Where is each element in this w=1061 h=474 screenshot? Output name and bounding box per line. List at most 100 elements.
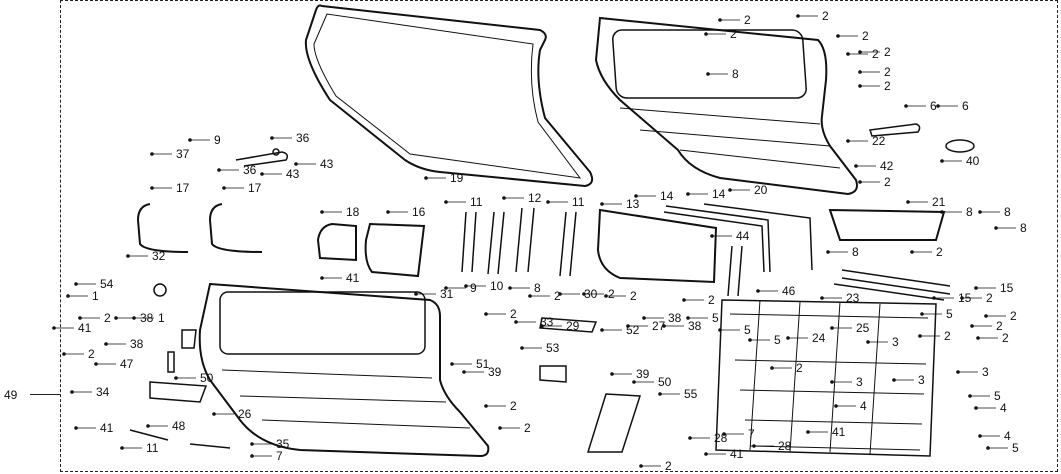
part-number-callout: 5 (774, 333, 781, 347)
callout-dot (94, 362, 98, 366)
part-number-callout: 2 (524, 421, 531, 435)
callout-dot (770, 366, 774, 370)
callout-dot (66, 294, 70, 298)
part-number-callout: 7 (748, 427, 755, 441)
callout-dot (70, 390, 74, 394)
part-number-callout: 10 (490, 279, 504, 293)
callout-dot (540, 324, 544, 328)
callout-dot (686, 192, 690, 196)
part-number-callout: 46 (782, 284, 796, 298)
callout-dot (462, 370, 466, 374)
part-number-callout: 2 (730, 27, 737, 41)
part-number-callout: 21 (932, 195, 946, 209)
callout-dot (658, 392, 662, 396)
callout-dot (260, 172, 264, 176)
callout-dot (634, 194, 638, 198)
callout-dot (974, 406, 978, 410)
callout-dot (74, 282, 78, 286)
part-number-callout: 54 (100, 277, 114, 291)
callout-dot (786, 336, 790, 340)
callout-dot (484, 404, 488, 408)
part-number-callout: 17 (176, 181, 190, 195)
callout-dot (968, 394, 972, 398)
callout-dot (978, 210, 982, 214)
callout-dot (250, 454, 254, 458)
part-number-callout: 14 (660, 189, 674, 203)
part-number-callout: 37 (176, 147, 190, 161)
callout-dot (150, 186, 154, 190)
part-number-callout: 32 (152, 249, 166, 263)
part-number-callout: 2 (884, 79, 891, 93)
callout-dot (424, 176, 428, 180)
callout-dot (956, 370, 960, 374)
part-number-callout: 5 (744, 323, 751, 337)
part-number-callout: 7 (276, 449, 283, 463)
callout-dot (150, 152, 154, 156)
lower-door-frame-part (198, 282, 490, 458)
callout-dot (610, 372, 614, 376)
part-number-callout: 3 (856, 375, 863, 389)
callout-dot (444, 286, 448, 290)
part-number-callout: 25 (856, 321, 870, 335)
callout-dot (639, 464, 643, 468)
callout-dot (632, 380, 636, 384)
part-number-callout: 38 (668, 311, 682, 325)
part-number-callout: 29 (566, 319, 580, 333)
callout-dot (978, 434, 982, 438)
callout-dot (386, 210, 390, 214)
callout-dot (502, 196, 506, 200)
part-number-callout: 2 (104, 311, 111, 325)
part-number-callout: 17 (248, 181, 262, 195)
part-number-callout: 26 (238, 407, 252, 421)
part-number-callout: 38 (140, 311, 154, 325)
callout-dot (858, 70, 862, 74)
part-number-callout: 15 (1000, 281, 1014, 295)
callout-dot (830, 326, 834, 330)
part-number-callout: 2 (608, 287, 615, 301)
part-number-callout: 41 (346, 271, 360, 285)
part-number-callout: 3 (982, 365, 989, 379)
part-number-callout: 19 (450, 171, 464, 185)
callout-dot (974, 286, 978, 290)
callout-dot (174, 376, 178, 380)
callout-dot (748, 338, 752, 342)
part-number-callout: 2 (884, 45, 891, 59)
part-number-callout: 35 (276, 437, 290, 451)
callout-dot (994, 226, 998, 230)
callout-dot (940, 210, 944, 214)
part-number-callout: 41 (78, 321, 92, 335)
part-number-callout: 2 (554, 289, 561, 303)
part-number-callout: 2 (796, 361, 803, 375)
part-number-callout: 18 (346, 205, 360, 219)
part-number-callout: 42 (880, 159, 894, 173)
part-number-callout: 3 (892, 335, 899, 349)
part-number-callout: 40 (966, 154, 980, 168)
callout-dot (188, 138, 192, 142)
part-number-callout: 2 (862, 29, 869, 43)
callout-dot (520, 346, 524, 350)
shelf-frame-assembly-part (715, 299, 937, 457)
callout-dot (222, 186, 226, 190)
callout-dot (686, 316, 690, 320)
part-number-callout: 8 (1004, 205, 1011, 219)
gasket-strips-part (461, 203, 951, 301)
callout-dot (826, 250, 830, 254)
part-number-callout: 43 (320, 157, 334, 171)
part-number-callout: 12 (528, 191, 542, 205)
assembly-leader-line (30, 394, 60, 395)
callout-dot (120, 446, 124, 450)
part-number-callout: 38 (688, 319, 702, 333)
part-number-callout: 2 (944, 329, 951, 343)
callout-dot (546, 200, 550, 204)
part-number-callout: 53 (546, 341, 560, 355)
part-number-callout: 8 (1020, 221, 1027, 235)
part-number-callout: 2 (822, 9, 829, 23)
part-number-callout: 23 (846, 291, 860, 305)
callout-dot (986, 446, 990, 450)
part-number-callout: 2 (510, 307, 517, 321)
assembly-boundary (60, 0, 1058, 472)
callout-dot (858, 50, 862, 54)
callout-dot (114, 316, 118, 320)
callout-dot (320, 210, 324, 214)
callout-dot (910, 250, 914, 254)
